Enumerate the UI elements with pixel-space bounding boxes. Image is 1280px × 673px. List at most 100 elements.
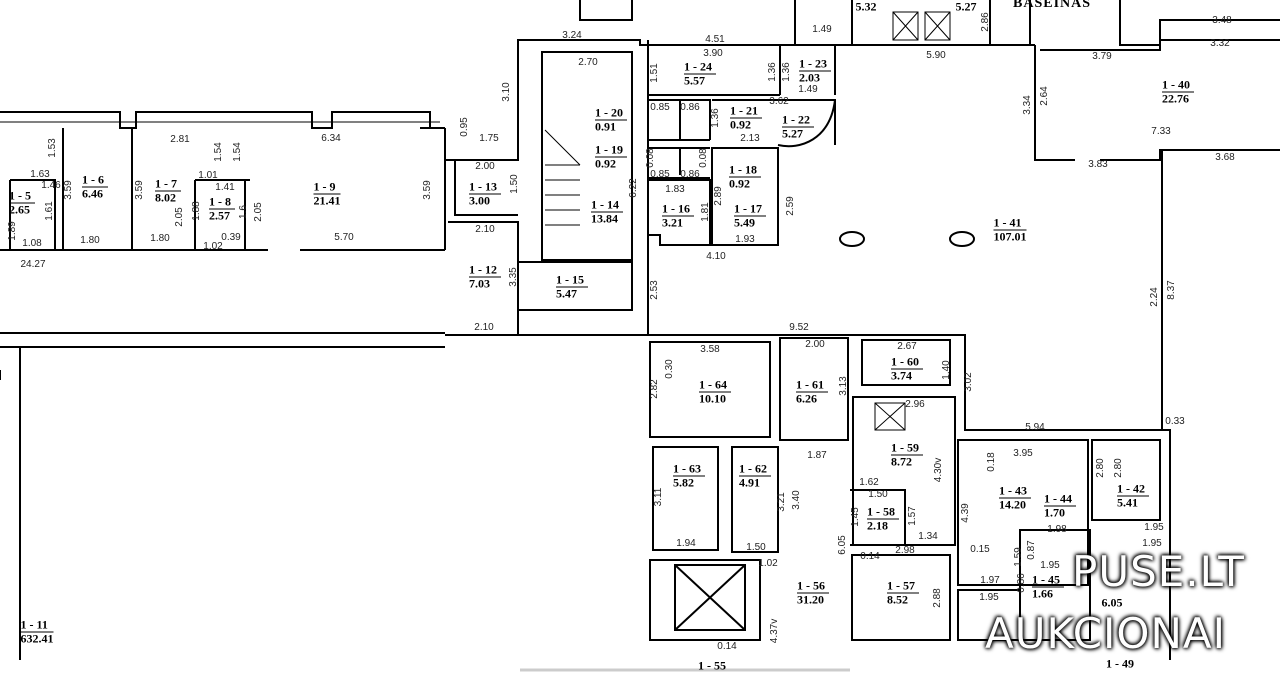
room-area: 5.57 — [684, 73, 705, 88]
dimension-label: 1.53 — [47, 138, 58, 158]
dimension-label: 1.02 — [758, 558, 778, 569]
room-id: 1 - 13 — [469, 180, 501, 195]
dimension-label: 1.45 — [850, 507, 861, 527]
room-id: 1 - 24 — [684, 60, 716, 75]
room-id: 1 - 15 — [556, 273, 588, 288]
room-id: 1 - 16 — [662, 202, 694, 217]
room-id: 1 - 22 — [782, 113, 814, 128]
dimension-label: 3.90 — [703, 48, 723, 59]
dimension-label: 1.36 — [781, 62, 792, 82]
dimension-label: 6.34 — [321, 133, 341, 144]
room-id: 1 - 61 — [796, 378, 828, 393]
pool-label: BASEINAS — [1013, 0, 1092, 11]
dimension-label: 0.18 — [986, 452, 997, 472]
room-area: 8.02 — [155, 190, 176, 205]
dimension-label: 3.83 — [1088, 159, 1108, 170]
room-area: 31.20 — [797, 592, 824, 607]
dimension-label: 2.05 — [174, 207, 185, 227]
room-area: 21.41 — [313, 193, 341, 208]
dimension-label: 3.59 — [422, 180, 433, 200]
dimension-label: 4.39 — [960, 503, 971, 523]
dimension-label: 0.08 — [698, 148, 709, 168]
room-id: 1 - 43 — [999, 484, 1031, 499]
dimension-label: 1.97 — [980, 575, 1000, 586]
watermark-line1: PUSE.LT — [1072, 547, 1245, 596]
dimension-label: 1.83 — [665, 184, 685, 195]
dimension-label: 3.11 — [653, 487, 664, 507]
room-id: 1 - 9 — [313, 180, 341, 195]
room-id: 1 - 8 — [209, 195, 235, 210]
dimension-label: 4.30v — [933, 457, 944, 483]
dimension-label: 1.80 — [80, 235, 100, 246]
room-area: 8.52 — [887, 592, 908, 607]
dimension-label: 2.64 — [1039, 86, 1050, 106]
room-id: 1 - 57 — [887, 579, 919, 594]
dimension-label: 2.88 — [932, 588, 943, 608]
room-id: 1 - 56 — [797, 579, 829, 594]
dimension-label: 1.95 — [1144, 522, 1164, 533]
dimension-label: 1.81 — [700, 202, 711, 222]
dimension-label: 2.96 — [905, 399, 925, 410]
dimension-label: 1.87 — [807, 450, 827, 461]
dimension-label: 2.89 — [713, 186, 724, 206]
dimension-label: 6.05 — [837, 535, 848, 555]
room-area: 5.41 — [1117, 495, 1138, 510]
room-id: 1 - 14 — [591, 198, 623, 213]
dimension-label: 2.00 — [805, 339, 825, 350]
dimension-label: 2.86 — [980, 12, 991, 32]
room-id: 1 - 21 — [730, 104, 762, 119]
dimension-label: 1.50 — [868, 489, 888, 500]
dimension-label: 0.39 — [221, 232, 241, 243]
dimension-label: 0.86 — [680, 169, 700, 180]
room-id: 1 - 64 — [699, 378, 731, 393]
dimension-label: 2.80 — [1113, 458, 1124, 478]
dimension-label: 3.59 — [63, 180, 74, 200]
dimension-label: 2.13 — [740, 133, 760, 144]
dimension-label: 4.37v — [769, 618, 780, 644]
dimension-label: 2.00 — [475, 161, 495, 172]
room-id: 1 - 44 — [1044, 492, 1076, 507]
room-area: 2.03 — [799, 70, 820, 85]
dimension-label: 3.95 — [1013, 448, 1033, 459]
dimension-label: 3.79 — [1092, 51, 1112, 62]
dimension-label: 2.81 — [170, 134, 190, 145]
dimension-label: 3.48 — [1212, 15, 1232, 26]
room-area: 5.27 — [782, 126, 803, 141]
watermark-line2: AUKCIONAI — [985, 609, 1227, 658]
dimension-label: 4.10 — [706, 251, 726, 262]
dimension-label: 5.90 — [926, 50, 946, 61]
dimension-label: 1.54 — [232, 142, 243, 162]
room-area: 22.76 — [1162, 91, 1189, 106]
dimension-label: 24.27 — [20, 259, 46, 270]
dimension-label: 1.95 — [1040, 560, 1060, 571]
dimension-label: 1.59 — [1013, 547, 1024, 567]
dimension-label: 7.33 — [1151, 126, 1171, 137]
room-id: 1 - 63 — [673, 462, 705, 477]
dimension-label: 3.13 — [838, 376, 849, 396]
room-area: 2.65 — [9, 202, 30, 217]
dimension-label: 0.95 — [459, 117, 470, 137]
dimension-label: 9.52 — [789, 322, 809, 333]
dimension-label: 2.10 — [475, 224, 495, 235]
dimension-label: 3.21 — [776, 492, 787, 512]
room-id: 1 - 19 — [595, 143, 627, 158]
room-id: 1 - 23 — [799, 57, 831, 72]
room-id: 1 - 20 — [595, 106, 627, 121]
